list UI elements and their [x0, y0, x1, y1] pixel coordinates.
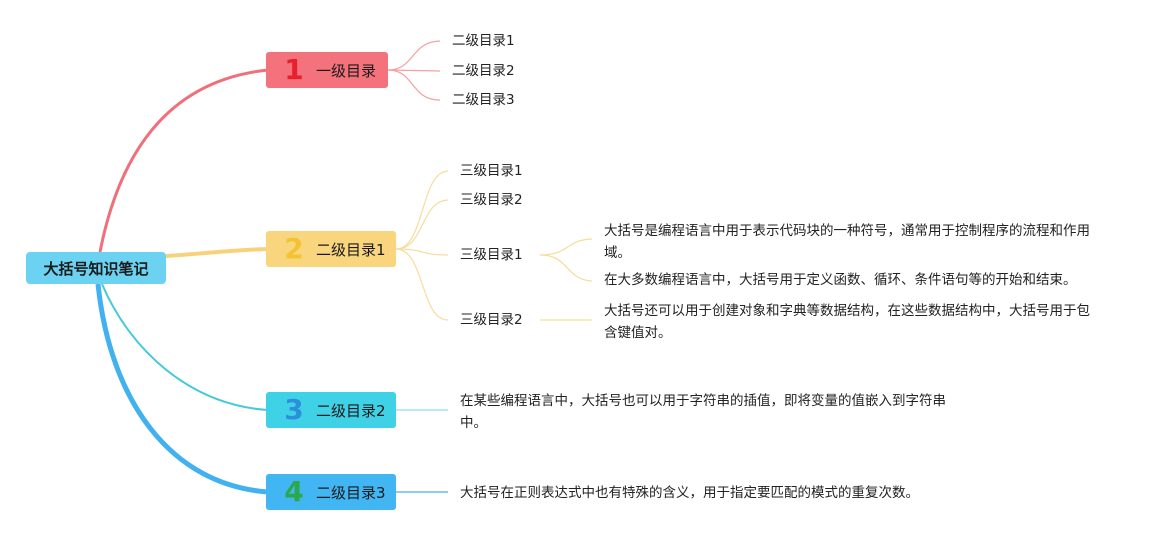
- branch-node-1[interactable]: 1 一级目录: [266, 52, 388, 88]
- link-b1-c2: [387, 69, 441, 72]
- link-b2-c4: [395, 248, 449, 321]
- number-4-icon: 4: [284, 475, 304, 508]
- link-b2c3-note1: [539, 238, 593, 256]
- branch-2-child-4[interactable]: 三级目录2: [460, 312, 523, 328]
- branch-2-note-2[interactable]: 在大多数编程语言中，大括号用于定义函数、循环、条件语句等的开始和结束。: [604, 272, 1077, 288]
- branch-label-4: 二级目录3: [316, 483, 386, 502]
- root-label: 大括号知识笔记: [43, 259, 149, 278]
- link-root-branch-1: [98, 68, 269, 253]
- branch-label-1: 一级目录: [316, 61, 377, 80]
- branch-2-note-1[interactable]: 大括号是编程语言中用于表示代码块的一种符号，通常用于控制程序的流程和作用域。: [604, 223, 1090, 261]
- branch-2-note-3[interactable]: 大括号还可以用于创建对象和字典等数据结构，在这些数据结构中，大括号用于包含键值对…: [604, 303, 1090, 341]
- branch-3-note[interactable]: 在某些编程语言中，大括号也可以用于字符串的插值，即将变量的值嵌入到字符串中。: [460, 393, 946, 431]
- branch-label-3: 二级目录2: [316, 401, 386, 420]
- link-b1-c3: [387, 69, 441, 101]
- branch-1-child-3[interactable]: 二级目录3: [452, 92, 515, 108]
- branch-2-child-3[interactable]: 三级目录1: [460, 247, 523, 263]
- branch-1-child-1[interactable]: 二级目录1: [452, 33, 515, 49]
- branch-2-child-2[interactable]: 三级目录2: [460, 192, 523, 208]
- branch-node-4[interactable]: 4 二级目录3: [266, 474, 396, 510]
- branch-node-3[interactable]: 3 二级目录2: [266, 392, 396, 428]
- link-root-branch-3: [101, 283, 269, 411]
- link-root-branch-2: [165, 247, 269, 258]
- link-root-branch-4: [95, 283, 269, 495]
- branch-label-2: 二级目录1: [316, 240, 386, 259]
- number-3-icon: 3: [284, 393, 304, 426]
- branch-node-2[interactable]: 2 二级目录1: [266, 231, 396, 267]
- link-b2-c1: [395, 170, 449, 250]
- link-b2-c2: [395, 199, 449, 250]
- link-b1-c1: [387, 40, 441, 71]
- link-b2-c3: [395, 248, 449, 256]
- root-node[interactable]: 大括号知识笔记: [26, 252, 166, 284]
- branch-2-child-1[interactable]: 三级目录1: [460, 163, 523, 179]
- branch-4-note[interactable]: 大括号在正则表达式中也有特殊的含义，用于指定要匹配的模式的重复次数。: [460, 485, 919, 501]
- branch-1-child-2[interactable]: 二级目录2: [452, 63, 515, 79]
- link-b2c3-note2: [539, 254, 593, 282]
- number-1-icon: 1: [284, 53, 304, 86]
- number-2-icon: 2: [284, 232, 304, 265]
